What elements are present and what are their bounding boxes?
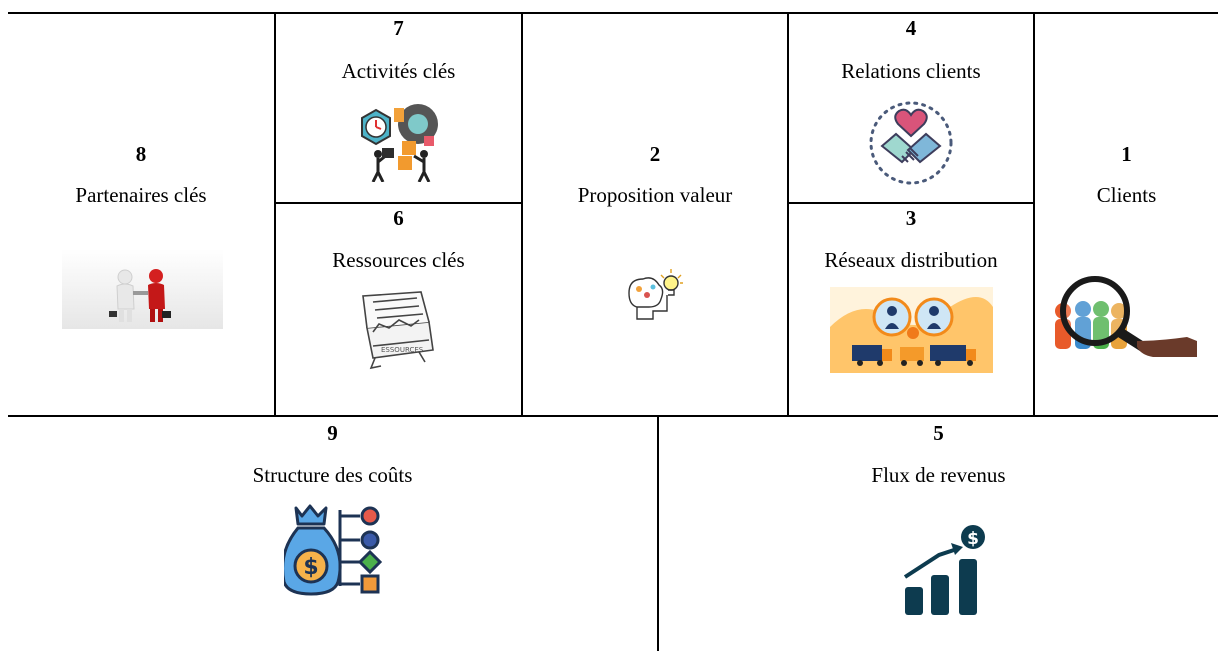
divider-activities-value: [521, 13, 523, 416]
growth-chart-icon: $: [899, 523, 989, 615]
divider-partners-activities: [274, 13, 276, 416]
brain-lightbulb-icon: [623, 265, 689, 327]
gears-teamwork-icon: [354, 96, 444, 183]
block-revenue-streams: 5 Flux de revenus $: [659, 417, 1218, 651]
divider-relations-channels: [788, 202, 1034, 204]
block-customer-relationships: 4 Relations clients: [789, 14, 1033, 202]
block-label: Structure des coûts: [252, 463, 413, 487]
block-number: 8: [135, 142, 147, 166]
block-channels: 3 Réseaux distribution: [789, 204, 1033, 415]
block-cost-structure: 9 Structure des coûts $: [8, 417, 657, 651]
divider-activities-resources: [275, 202, 522, 204]
block-number: 7: [393, 16, 404, 40]
block-label: Partenaires clés: [75, 183, 207, 207]
block-number: 5: [933, 421, 944, 445]
block-number: 1: [1121, 142, 1132, 166]
block-key-resources: 6 Ressources clés ESSOURCES: [276, 204, 521, 415]
block-label: Relations clients: [841, 59, 981, 83]
block-label: Activités clés: [341, 59, 456, 83]
money-bag-icon: $: [281, 502, 384, 600]
block-number: 4: [905, 16, 917, 40]
block-key-activities: 7 Activités clés: [276, 14, 521, 202]
divider-value-relations: [787, 13, 789, 416]
svg-text:$: $: [303, 555, 318, 580]
block-number: 2: [649, 142, 661, 166]
svg-text:$: $: [967, 529, 979, 549]
heart-handshake-icon: [866, 98, 956, 188]
block-label: Flux de revenus: [871, 463, 1006, 487]
block-value-proposition: 2 Proposition valeur: [523, 14, 787, 415]
block-label: Ressources clés: [332, 248, 465, 272]
distribution-trucks-icon: [830, 287, 993, 373]
svg-text:ESSOURCES: ESSOURCES: [381, 346, 424, 354]
block-label: Réseaux distribution: [824, 248, 998, 272]
block-label: Clients: [1096, 183, 1157, 207]
block-number: 6: [393, 206, 404, 230]
block-key-partners: 8 Partenaires clés: [8, 14, 274, 415]
block-number: 3: [905, 206, 917, 230]
block-number: 9: [327, 421, 338, 445]
handshake-people-icon: [62, 249, 223, 329]
block-customer-segments: 1 Clients: [1035, 14, 1218, 415]
divider-relations-clients: [1033, 13, 1035, 416]
top-border: [8, 12, 1218, 14]
divider-costs-revenues: [657, 416, 659, 651]
middle-border: [8, 415, 1218, 417]
block-label: Proposition valeur: [577, 183, 733, 207]
treasure-chest-icon: ESSOURCES: [359, 288, 441, 372]
magnifier-people-icon: [1047, 271, 1197, 357]
